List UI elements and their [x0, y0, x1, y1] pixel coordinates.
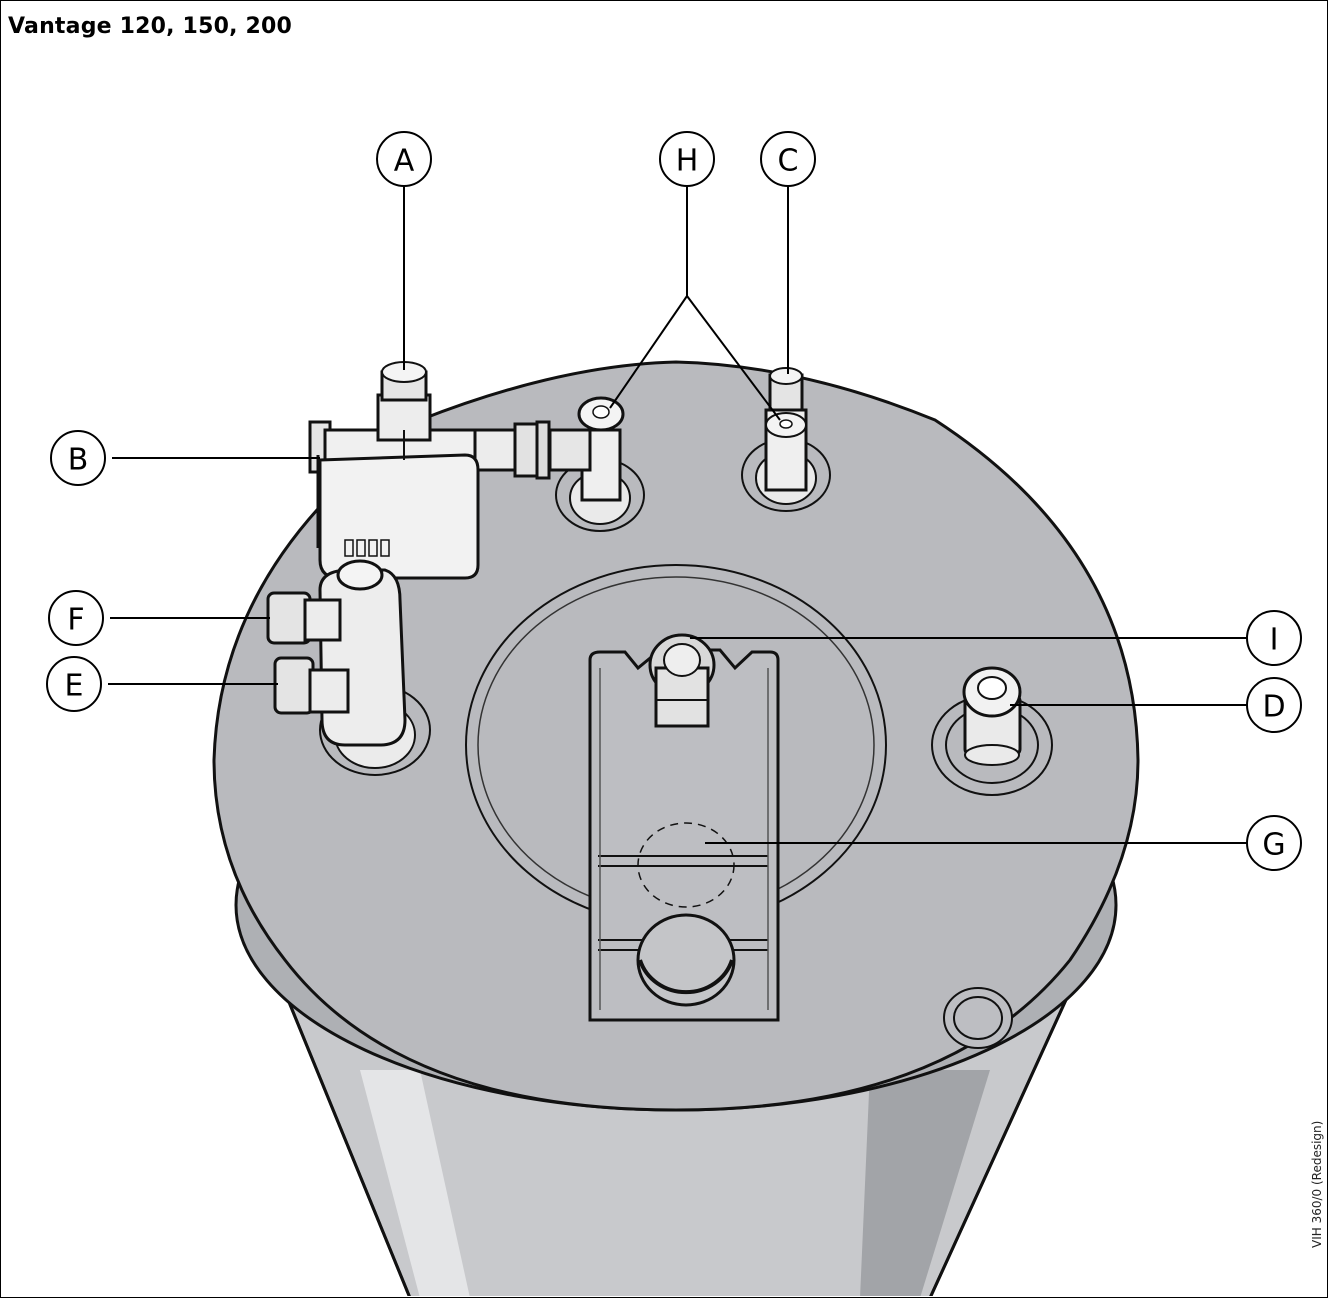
callout-a-label: A [394, 144, 415, 179]
connector-d [931, 666, 1053, 796]
callout-a: A [376, 131, 432, 187]
callout-f-label: F [67, 603, 84, 638]
callout-f: F [48, 590, 104, 646]
pump-block [308, 420, 480, 580]
leader-lines [108, 186, 1248, 844]
callout-g-label: G [1262, 828, 1285, 863]
callout-c: C [760, 131, 816, 187]
callout-e-label: E [65, 669, 84, 704]
pump-pipe [468, 420, 552, 480]
callout-h: H [659, 131, 715, 187]
callout-g: G [1246, 815, 1302, 871]
callout-b: B [50, 430, 106, 486]
boss-lower-right [943, 987, 1013, 1049]
connector-e-f [266, 559, 431, 776]
callout-d: D [1246, 677, 1302, 733]
callout-b-label: B [68, 443, 89, 478]
figure-title: Vantage 120, 150, 200 [8, 14, 293, 39]
callout-e: E [46, 656, 102, 712]
callout-i-label: I [1270, 623, 1279, 658]
callout-i: I [1246, 610, 1302, 666]
connector-i [648, 633, 716, 728]
heater-bracket [588, 648, 780, 1022]
callout-h-label: H [676, 144, 699, 179]
callout-c-label: C [778, 144, 799, 179]
callout-d-label: D [1262, 690, 1285, 725]
connector-c [741, 367, 831, 512]
